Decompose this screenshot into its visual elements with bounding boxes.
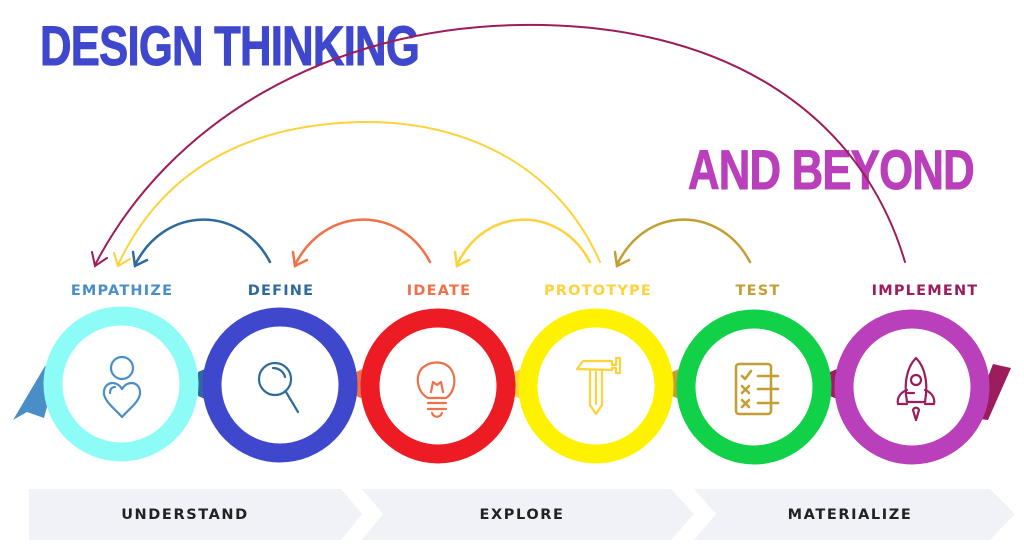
stage-label-test: TEST: [678, 283, 838, 299]
lightbulb-icon: [416, 361, 456, 418]
stage-label-define: DEFINE: [201, 283, 361, 299]
arrow-define-to-empathize: [133, 218, 272, 267]
phase-chevron-explore: [362, 489, 694, 540]
rocket-icon: [896, 356, 936, 422]
title-design-thinking: DESIGN THINKING: [40, 14, 421, 77]
arrow-prototype-to-ideate: [455, 218, 592, 267]
arrowhead-icon: [453, 250, 471, 268]
stage-label-text: EMPATHIZE: [70, 283, 174, 299]
arrow-prototype-to-empathize: [117, 120, 601, 266]
phase-chevron-materialize: [694, 489, 1015, 540]
ring-test: [676, 309, 832, 465]
title-and-beyond: AND BEYOND: [688, 138, 975, 201]
ring-implement: [834, 309, 990, 465]
stage-label-text: DEFINE: [247, 283, 315, 299]
checklist-icon: [734, 362, 780, 416]
phase-materialize: MATERIALIZE: [787, 507, 913, 523]
stage-label-prototype: PROTOTYPE: [518, 283, 678, 299]
arrow-test-to-prototype: [615, 218, 752, 267]
arrow-implement-to-empathize: [94, 23, 906, 266]
ring-prototype: [518, 308, 674, 464]
stage-label-text: PROTOTYPE: [543, 283, 653, 299]
arrowhead-icon: [131, 250, 149, 268]
person-heart-icon: [102, 355, 142, 419]
ring-ideate: [360, 308, 516, 464]
arrowhead-icon: [291, 250, 309, 268]
stage-label-empathize: EMPATHIZE: [42, 283, 202, 299]
stage-label-implement: IMPLEMENT: [845, 283, 1005, 299]
ring-define: [202, 307, 358, 463]
arrowhead-icon: [113, 252, 131, 268]
hammer-pencil-icon: [575, 356, 622, 416]
stage-label-ideate: IDEATE: [359, 283, 519, 299]
arrow-ideate-to-define: [293, 218, 432, 267]
ring-empathize: [43, 306, 199, 462]
stage-label-text: IDEATE: [406, 283, 472, 299]
phase-chevron-understand: [29, 489, 362, 540]
stage-label-text: IMPLEMENT: [871, 283, 979, 299]
stage-label-text: TEST: [735, 283, 781, 299]
phase-bar: [29, 489, 1015, 540]
feedback-arrows: [91, 23, 906, 268]
arrowhead-icon: [613, 250, 631, 268]
magnifier-icon: [257, 361, 300, 414]
phase-explore: EXPLORE: [479, 507, 565, 523]
arrowhead-icon: [91, 251, 108, 268]
phase-understand: UNDERSTAND: [121, 507, 249, 523]
